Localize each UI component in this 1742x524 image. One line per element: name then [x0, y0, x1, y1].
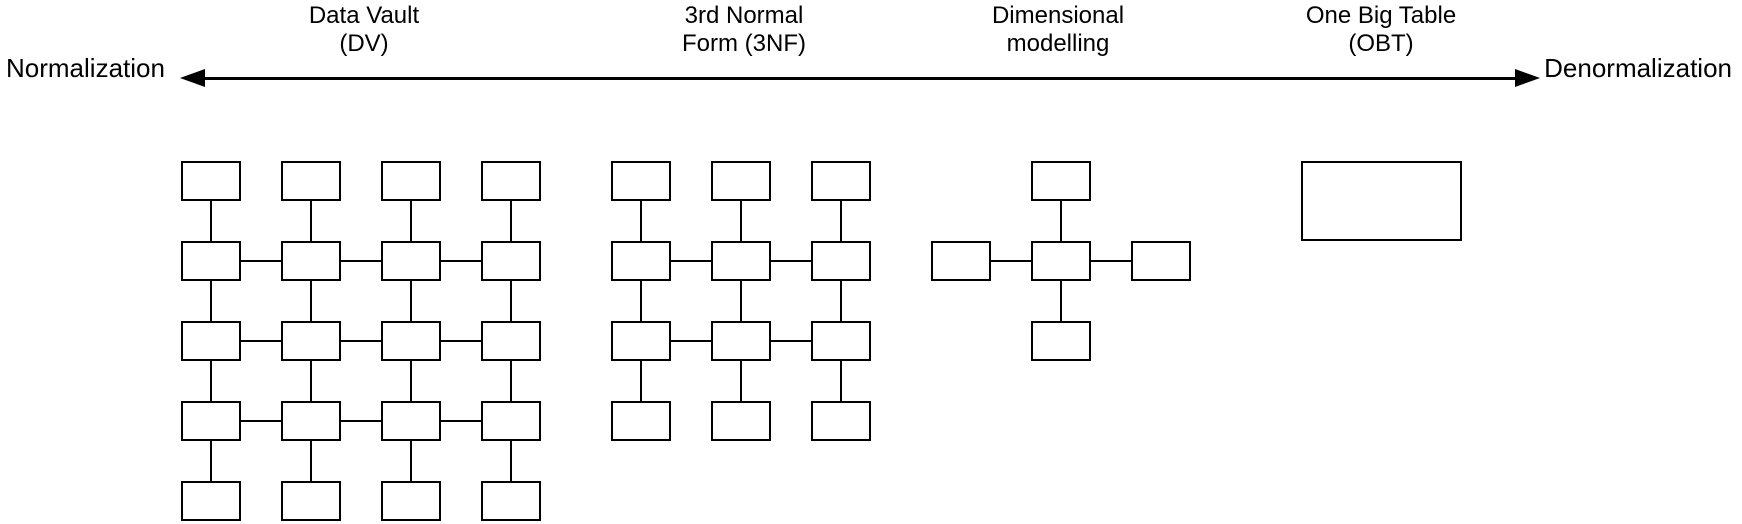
data-vault-schema-link: [210, 181, 212, 261]
dimensional-star-schema-link: [961, 260, 1061, 262]
method-label-third-normal-form: 3rd Normal Form (3NF): [682, 2, 806, 58]
data-vault-schema-link: [410, 341, 412, 421]
data-vault-schema-node: [481, 241, 541, 281]
data-vault-schema-node: [281, 241, 341, 281]
third-normal-form-schema-link: [741, 340, 841, 342]
method-abbr-line: Form (3NF): [682, 30, 806, 57]
data-vault-schema-node: [481, 161, 541, 201]
third-normal-form-schema-node: [711, 161, 771, 201]
method-abbr-line: (OBT): [1348, 30, 1414, 57]
dimensional-star-schema-fact-node: [1031, 241, 1091, 281]
third-normal-form-schema-node: [611, 161, 671, 201]
method-label-data-vault: Data Vault (DV): [309, 2, 419, 58]
method-abbr-line: (DV): [339, 30, 389, 57]
third-normal-form-schema-link: [740, 341, 742, 421]
data-vault-schema-node: [481, 401, 541, 441]
dimensional-star-schema-dimension-node: [1031, 161, 1091, 201]
third-normal-form-schema-link: [641, 340, 741, 342]
data-vault-schema-link: [211, 420, 311, 422]
data-vault-schema-link: [510, 341, 512, 421]
data-vault-schema-link: [211, 260, 311, 262]
third-normal-form-schema-node: [811, 241, 871, 281]
third-normal-form-schema-link: [840, 341, 842, 421]
method-name-line: One Big Table: [1305, 2, 1457, 29]
dimensional-star-schema-link: [1060, 181, 1062, 261]
data-vault-schema-node: [181, 401, 241, 441]
third-normal-form-schema-node: [811, 401, 871, 441]
dimensional-star-schema-link: [1060, 261, 1062, 341]
third-normal-form-schema-node: [811, 321, 871, 361]
third-normal-form-schema-node: [611, 321, 671, 361]
dimensional-star-schema-dimension-node: [1031, 321, 1091, 361]
data-vault-schema-link: [210, 261, 212, 341]
third-normal-form-schema-link: [740, 181, 742, 261]
dimensional-star-schema-link: [1061, 260, 1161, 262]
method-abbr-line: modelling: [1006, 30, 1110, 57]
data-vault-schema-link: [510, 261, 512, 341]
data-vault-schema-node: [381, 481, 441, 521]
data-vault-schema-link: [410, 421, 412, 501]
third-normal-form-schema-link: [840, 261, 842, 341]
third-normal-form-schema-link: [641, 260, 741, 262]
data-vault-schema-node: [281, 321, 341, 361]
data-vault-schema-node: [481, 481, 541, 521]
data-vault-schema-node: [481, 321, 541, 361]
arrow-head-right-icon: [1515, 69, 1540, 87]
data-vault-schema-link: [311, 420, 411, 422]
data-vault-schema-node: [381, 321, 441, 361]
data-vault-schema-link: [310, 181, 312, 261]
spectrum-arrow-line: [202, 76, 1518, 80]
third-normal-form-schema-node: [611, 241, 671, 281]
method-label-dimensional-modelling: Dimensional modelling: [992, 2, 1124, 58]
method-name-line: 3rd Normal: [684, 2, 804, 29]
data-vault-schema-node: [281, 401, 341, 441]
data-vault-schema-node: [181, 321, 241, 361]
third-normal-form-schema-link: [640, 181, 642, 261]
data-vault-schema-link: [310, 341, 312, 421]
data-vault-schema-node: [381, 161, 441, 201]
data-vault-schema-link: [410, 181, 412, 261]
normalization-label: Normalization: [6, 53, 165, 83]
data-vault-schema-link: [311, 340, 411, 342]
data-vault-schema-node: [381, 241, 441, 281]
data-vault-schema-node: [181, 481, 241, 521]
data-vault-schema-link: [211, 340, 311, 342]
data-vault-schema-link: [310, 261, 312, 341]
third-normal-form-schema-link: [740, 261, 742, 341]
third-normal-form-schema-node: [711, 241, 771, 281]
method-name-line: Dimensional: [991, 2, 1125, 29]
third-normal-form-schema-node: [811, 161, 871, 201]
data-vault-schema-node: [281, 481, 341, 521]
data-vault-schema-node: [281, 161, 341, 201]
dimensional-star-schema-dimension-node: [1131, 241, 1191, 281]
one-big-table-schema-node: [1301, 161, 1462, 241]
data-vault-schema-link: [210, 341, 212, 421]
data-vault-schema-link: [411, 260, 511, 262]
data-vault-schema-link: [411, 340, 511, 342]
data-vault-schema-link: [410, 261, 412, 341]
method-label-one-big-table: One Big Table (OBT): [1306, 2, 1456, 58]
dimensional-star-schema-dimension-node: [931, 241, 991, 281]
data-vault-schema-link: [510, 421, 512, 501]
data-vault-schema-link: [510, 181, 512, 261]
denormalization-label: Denormalization: [1544, 53, 1732, 83]
third-normal-form-schema-link: [640, 261, 642, 341]
third-normal-form-schema-link: [741, 260, 841, 262]
third-normal-form-schema-node: [711, 401, 771, 441]
third-normal-form-schema-link: [640, 341, 642, 421]
third-normal-form-schema-node: [611, 401, 671, 441]
data-vault-schema-node: [381, 401, 441, 441]
arrow-head-left-icon: [180, 69, 205, 87]
third-normal-form-schema-link: [840, 181, 842, 261]
data-vault-schema-link: [210, 421, 212, 501]
third-normal-form-schema-node: [711, 321, 771, 361]
data-vault-schema-link: [310, 421, 312, 501]
data-vault-schema-node: [181, 161, 241, 201]
data-vault-schema-link: [411, 420, 511, 422]
method-name-line: Data Vault: [308, 2, 420, 29]
data-vault-schema-link: [311, 260, 411, 262]
data-vault-schema-node: [181, 241, 241, 281]
